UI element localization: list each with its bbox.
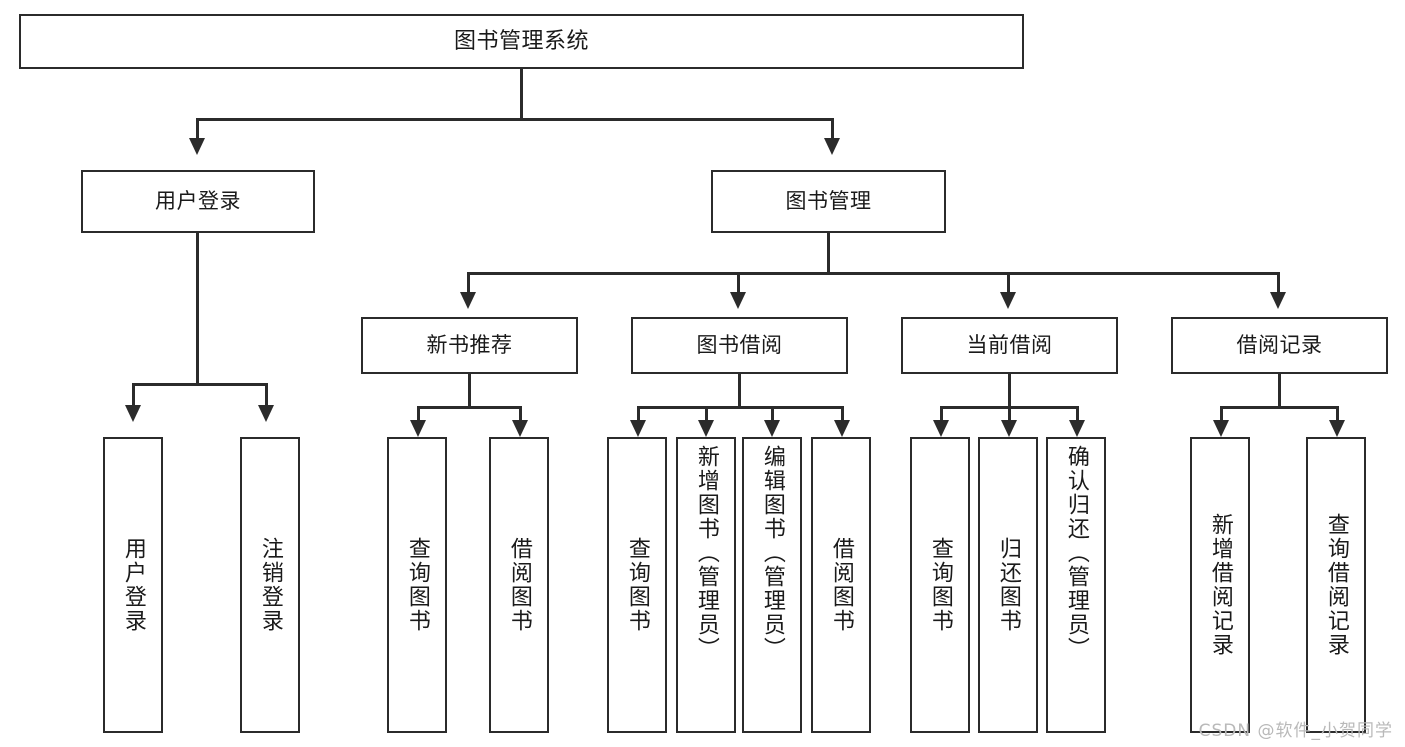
leaf-book-borrow-add[interactable]: 新增图书（管理员） xyxy=(676,437,736,733)
node-label: 新增图书（管理员） xyxy=(693,445,719,661)
connector-new-book-bus xyxy=(418,406,521,409)
leaf-new-book-query[interactable]: 查询图书 xyxy=(387,437,447,733)
arrowhead-current-borrow-leaf-3 xyxy=(1069,420,1085,437)
node-label: 新书推荐 xyxy=(426,333,513,358)
node-label: 新增借阅记录 xyxy=(1207,513,1233,657)
connector-book-manage-stem xyxy=(827,233,830,273)
node-label: 图书管理 xyxy=(785,189,872,214)
leaf-book-borrow-borrow[interactable]: 借阅图书 xyxy=(811,437,871,733)
connector-user-login-drop-2 xyxy=(265,383,268,407)
leaf-current-borrow-return[interactable]: 归还图书 xyxy=(978,437,1038,733)
connector-current-borrow-drop-3 xyxy=(1076,406,1079,422)
arrowhead-new-book-leaf-2 xyxy=(512,420,528,437)
node-label: 借阅图书 xyxy=(828,537,854,633)
connector-level3-drop-2 xyxy=(737,272,740,294)
node-label: 借阅图书 xyxy=(506,537,532,633)
leaf-borrow-record-add[interactable]: 新增借阅记录 xyxy=(1190,437,1250,733)
arrowhead-new-book-recommend xyxy=(460,292,476,309)
arrowhead-book-manage xyxy=(824,138,840,155)
connector-new-book-drop-2 xyxy=(519,406,522,422)
leaf-book-borrow-query[interactable]: 查询图书 xyxy=(607,437,667,733)
node-label: 查询图书 xyxy=(404,537,430,633)
node-user-login[interactable]: 用户登录 xyxy=(81,170,315,233)
connector-book-borrow-drop-2 xyxy=(705,406,708,422)
node-label: 用户登录 xyxy=(155,189,241,214)
connector-borrow-record-drop-2 xyxy=(1336,406,1339,422)
connector-current-borrow-stem xyxy=(1008,374,1011,407)
connector-current-borrow-drop-2 xyxy=(1008,406,1011,422)
connector-book-borrow-drop-4 xyxy=(841,406,844,422)
node-label: 借阅记录 xyxy=(1236,333,1323,358)
leaf-current-borrow-confirm[interactable]: 确认归还（管理员） xyxy=(1046,437,1106,733)
connector-borrow-record-stem xyxy=(1278,374,1281,407)
node-new-book-recommend[interactable]: 新书推荐 xyxy=(361,317,578,374)
arrowhead-user-login xyxy=(189,138,205,155)
node-label: 归还图书 xyxy=(995,537,1021,633)
node-label: 图书管理系统 xyxy=(453,28,589,54)
connector-new-book-stem xyxy=(468,374,471,407)
leaf-book-borrow-edit[interactable]: 编辑图书（管理员） xyxy=(742,437,802,733)
connector-user-login-stem xyxy=(196,233,199,384)
connector-book-borrow-bus xyxy=(638,406,844,409)
connector-level3-bus xyxy=(468,272,1280,275)
node-label: 用户登录 xyxy=(120,537,146,633)
connector-borrow-record-bus xyxy=(1221,406,1338,409)
connector-current-borrow-drop-1 xyxy=(940,406,943,422)
connector-root-stem xyxy=(520,69,523,119)
leaf-user-login-signout[interactable]: 注销登录 xyxy=(240,437,300,733)
connector-new-book-drop-1 xyxy=(417,406,420,422)
node-borrow-record[interactable]: 借阅记录 xyxy=(1171,317,1388,374)
node-label: 编辑图书（管理员） xyxy=(759,445,785,661)
arrowhead-borrow-record xyxy=(1270,292,1286,309)
node-current-borrow[interactable]: 当前借阅 xyxy=(901,317,1118,374)
arrowhead-user-login-leaf-1 xyxy=(125,405,141,422)
connector-book-borrow-stem xyxy=(738,374,741,407)
arrowhead-borrow-record-leaf-1 xyxy=(1213,420,1229,437)
node-root-library-system[interactable]: 图书管理系统 xyxy=(19,14,1024,69)
arrowhead-borrow-record-leaf-2 xyxy=(1329,420,1345,437)
node-book-management[interactable]: 图书管理 xyxy=(711,170,946,233)
arrowhead-new-book-leaf-1 xyxy=(410,420,426,437)
connector-level3-drop-4 xyxy=(1277,272,1280,294)
connector-level2-bus xyxy=(197,118,833,121)
connector-user-login-drop-1 xyxy=(132,383,135,407)
connector-user-login-bus xyxy=(133,383,267,386)
leaf-current-borrow-query[interactable]: 查询图书 xyxy=(910,437,970,733)
arrowhead-current-borrow-leaf-1 xyxy=(933,420,949,437)
node-label: 图书借阅 xyxy=(696,333,783,358)
connector-level2-drop-left xyxy=(196,118,199,140)
connector-level2-drop-right xyxy=(831,118,834,140)
node-label: 当前借阅 xyxy=(966,333,1053,358)
node-label: 查询借阅记录 xyxy=(1323,513,1349,657)
arrowhead-book-borrow-leaf-1 xyxy=(630,420,646,437)
arrowhead-book-borrow xyxy=(730,292,746,309)
node-label: 查询图书 xyxy=(624,537,650,633)
node-book-borrow[interactable]: 图书借阅 xyxy=(631,317,848,374)
connector-borrow-record-drop-1 xyxy=(1220,406,1223,422)
arrowhead-book-borrow-leaf-4 xyxy=(834,420,850,437)
node-label: 查询图书 xyxy=(927,537,953,633)
csdn-watermark: CSDN @软件_小贺同学 xyxy=(1198,721,1393,741)
connector-book-borrow-drop-1 xyxy=(637,406,640,422)
connector-level3-drop-3 xyxy=(1007,272,1010,294)
connector-book-borrow-drop-3 xyxy=(771,406,774,422)
leaf-new-book-borrow[interactable]: 借阅图书 xyxy=(489,437,549,733)
arrowhead-user-login-leaf-2 xyxy=(258,405,274,422)
arrowhead-current-borrow-leaf-2 xyxy=(1001,420,1017,437)
leaf-user-login-signin[interactable]: 用户登录 xyxy=(103,437,163,733)
arrowhead-book-borrow-leaf-2 xyxy=(698,420,714,437)
arrowhead-book-borrow-leaf-3 xyxy=(764,420,780,437)
connector-level3-drop-1 xyxy=(467,272,470,294)
node-label: 注销登录 xyxy=(257,537,283,633)
arrowhead-current-borrow xyxy=(1000,292,1016,309)
node-label: 确认归还（管理员） xyxy=(1063,445,1089,661)
leaf-borrow-record-query[interactable]: 查询借阅记录 xyxy=(1306,437,1366,733)
